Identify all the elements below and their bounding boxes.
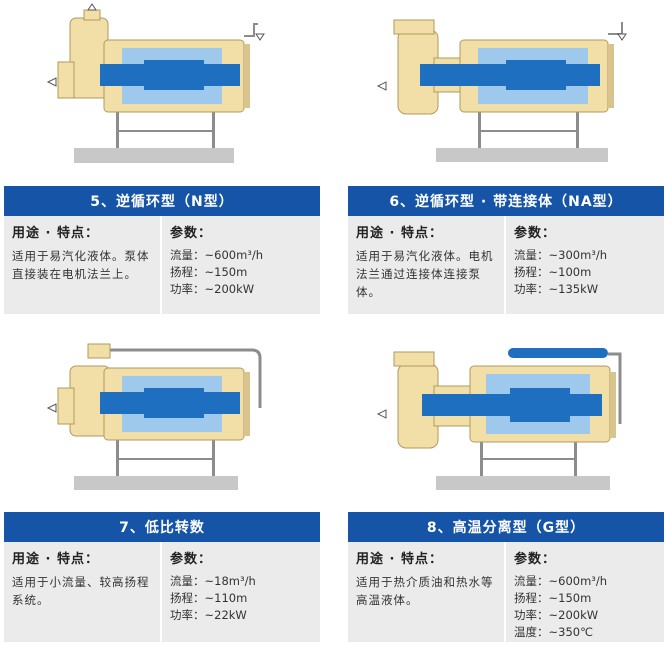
params-column: 参数： 流量：~18m³/h 扬程：~110m 功率：~22kW: [160, 542, 320, 642]
params-column: 参数： 流量：~600m³/h 扬程：~150m 功率：~200kW 温度：~3…: [504, 542, 664, 642]
param-power: 功率：~135kW: [514, 282, 599, 296]
panel-title: 7、低比转数: [4, 512, 320, 542]
info-box: 用途 · 特点： 适用于易汽化液体。电机法兰通过连接体连接泵体。 参数： 流量：…: [348, 216, 664, 314]
params-heading: 参数：: [170, 226, 213, 241]
param-flow: 流量：~300m³/h: [514, 248, 608, 262]
usage-description: 适用于热介质油和热水等高温液体。: [356, 575, 494, 607]
usage-description: 适用于易汽化液体。电机法兰通过连接体连接泵体。: [356, 249, 494, 299]
param-flow: 流量：~600m³/h: [514, 574, 608, 588]
usage-heading: 用途 · 特点：: [356, 226, 443, 241]
info-box: 用途 · 特点： 适用于热介质油和热水等高温液体。 参数： 流量：~600m³/…: [348, 542, 664, 642]
usage-column: 用途 · 特点： 适用于易汽化液体。泵体直接装在电机法兰上。: [4, 216, 160, 314]
panel-title: 8、高温分离型（G型）: [348, 512, 664, 542]
param-head: 扬程：~150m: [170, 265, 248, 279]
param-temperature: 温度：~350℃: [514, 625, 594, 639]
params-heading: 参数：: [170, 552, 213, 567]
usage-column: 用途 · 特点： 适用于易汽化液体。电机法兰通过连接体连接泵体。: [348, 216, 504, 314]
usage-column: 用途 · 特点： 适用于小流量、较高扬程系统。: [4, 542, 160, 642]
usage-heading: 用途 · 特点：: [12, 226, 99, 241]
usage-description: 适用于小流量、较高扬程系统。: [12, 575, 150, 607]
panel-title: 5、逆循环型（N型）: [4, 186, 320, 216]
usage-description: 适用于易汽化液体。泵体直接装在电机法兰上。: [12, 249, 150, 281]
params-column: 参数： 流量：~300m³/h 扬程：~100m 功率：~135kW: [504, 216, 664, 314]
param-power: 功率：~200kW: [514, 608, 599, 622]
params-heading: 参数：: [514, 552, 557, 567]
usage-column: 用途 · 特点： 适用于热介质油和热水等高温液体。: [348, 542, 504, 642]
info-box: 用途 · 特点： 适用于小流量、较高扬程系统。 参数： 流量：~18m³/h 扬…: [4, 542, 320, 642]
param-power: 功率：~22kW: [170, 608, 247, 622]
usage-heading: 用途 · 特点：: [356, 552, 443, 567]
pump-low-speed-illustration: [46, 343, 262, 490]
panel-title: 6、逆循环型 · 带连接体（NA型）: [348, 186, 664, 216]
usage-heading: 用途 · 特点：: [12, 552, 99, 567]
param-flow: 流量：~18m³/h: [170, 574, 256, 588]
param-flow: 流量：~600m³/h: [170, 248, 264, 262]
param-power: 功率：~200kW: [170, 282, 255, 296]
param-head: 扬程：~150m: [514, 591, 592, 605]
pump-drawing: [348, 330, 664, 500]
param-head: 扬程：~110m: [170, 591, 248, 605]
pump-drawing: [348, 0, 664, 170]
pump-n-type-illustration: [46, 3, 265, 163]
pump-na-type-illustration: [376, 19, 627, 162]
pump-drawing: [4, 0, 320, 170]
param-head: 扬程：~100m: [514, 265, 592, 279]
info-box: 用途 · 特点： 适用于易汽化液体。泵体直接装在电机法兰上。 参数： 流量：~6…: [4, 216, 320, 314]
pump-g-type-illustration: [376, 348, 622, 490]
params-heading: 参数：: [514, 226, 557, 241]
pump-drawing: [4, 330, 320, 500]
params-column: 参数： 流量：~600m³/h 扬程：~150m 功率：~200kW: [160, 216, 320, 314]
